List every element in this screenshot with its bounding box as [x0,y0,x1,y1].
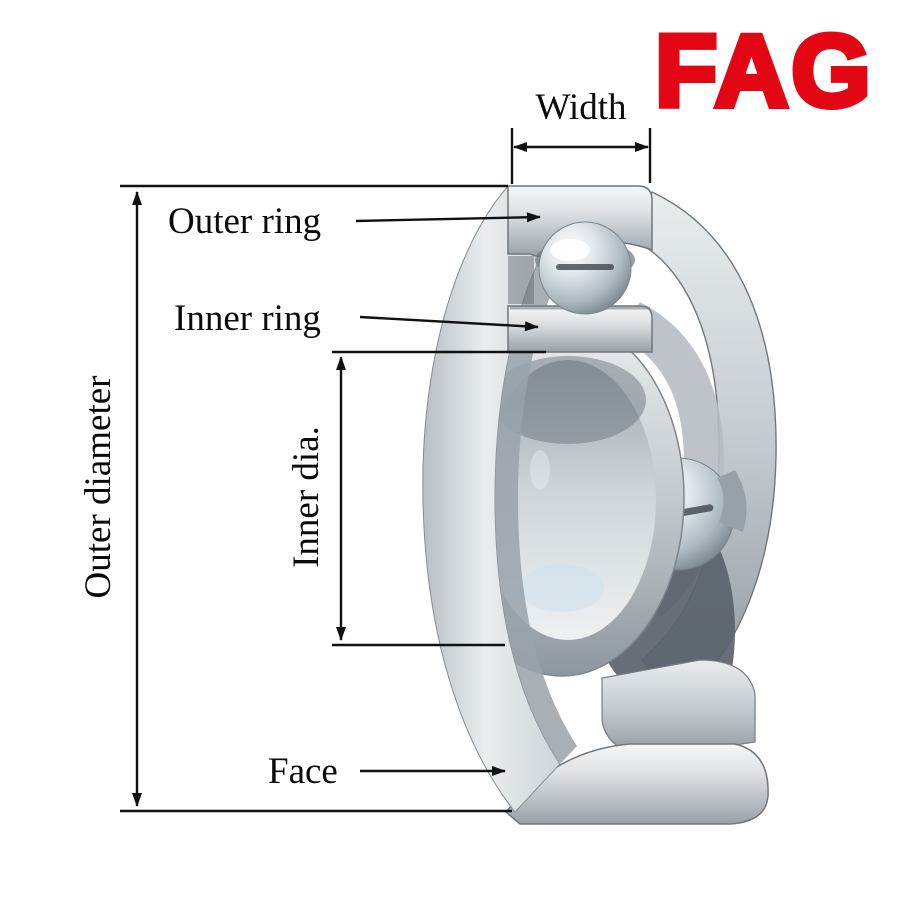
dimension-annotations: Outer diameter Width Outer ring Inner ri… [78,87,652,813]
inner-ring-top-section [507,305,653,353]
inner-ring-leader [359,315,539,332]
face-label: Face [268,751,338,792]
bore-inner-shadow [490,356,646,444]
cage-pocket-right [717,470,747,532]
face-annotation: Face [268,751,506,792]
inner-ring-label: Inner ring [174,298,321,339]
raceway-gap-shadow [508,256,534,304]
outer-diameter-dimension: Outer diameter [78,184,512,813]
width-dimension: Width [510,87,652,184]
outer-ring-annotation: Outer ring [168,201,541,242]
outer-ring-leader [355,212,541,223]
inner-ring-annotation: Inner ring [174,298,539,339]
bore-highlight-spot [530,450,550,490]
ball-upper-highlight [550,239,590,261]
outer-ring-shell-inner-edge [495,226,577,764]
outer-diameter-label: Outer diameter [78,376,119,599]
ball-upper-slot [556,264,614,270]
inner-dia-dimension: Inner dia. [286,350,546,647]
width-label: Width [535,87,627,128]
inner-dia-label: Inner dia. [286,426,327,568]
bearing-illustration [422,185,777,825]
brand-logo: FAG [655,14,874,128]
outer-ring-label: Outer ring [168,201,321,242]
bore-highlight [520,564,604,612]
inner-ring-bottom-section [601,659,756,759]
